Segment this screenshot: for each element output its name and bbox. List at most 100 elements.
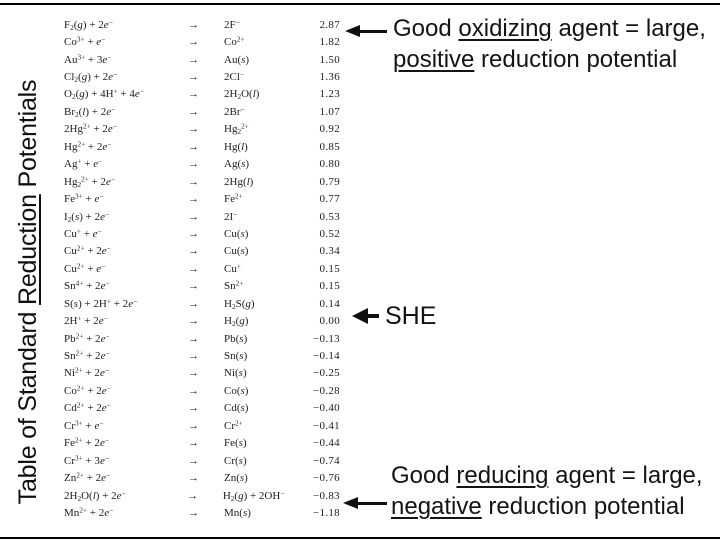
potential-value: 2.87 [319, 18, 340, 31]
text: agent = large, [551, 15, 706, 42]
reactant-cell: 2H+ + 2e− [64, 314, 108, 328]
page-title: Table of Standard Reduction Potentials [14, 63, 43, 521]
reactant-cell: 2H2O(l) + 2e− [64, 488, 126, 503]
product-cell: Hg22+ [224, 122, 249, 137]
reactant-cell: S(s) + 2H+ + 2e− [64, 297, 138, 310]
potential-value: −0.14 [313, 350, 340, 363]
reaction-arrow: → [188, 472, 199, 485]
potential-value: −0.44 [313, 437, 340, 450]
reaction-arrow: → [188, 227, 199, 240]
reactant-cell: Cu2+ + 2e− [64, 244, 111, 258]
underlined-text: negative [391, 493, 482, 520]
potential-value: −1.18 [313, 506, 340, 519]
reactant-cell: Ni2+ + 2e− [64, 366, 109, 380]
table-row: 2Hg2+ + 2e−→Hg22+0.92 [64, 121, 340, 138]
reactant-cell: Sn2+ + 2e− [64, 349, 110, 363]
reactant-cell: O2(g) + 4H+ + 4e− [64, 87, 144, 102]
reaction-arrow: → [188, 123, 199, 136]
reactant-cell: Cu+ + e− [64, 227, 102, 240]
table-row: 2H+ + 2e−→H2(g)0.00 [64, 312, 340, 329]
reaction-arrow: → [188, 71, 199, 84]
potential-value: 1.36 [319, 71, 340, 84]
reactant-cell: Cr3+ + 3e− [64, 454, 109, 467]
reaction-arrow: → [188, 332, 199, 345]
reactant-cell: F2(g) + 2e− [64, 18, 113, 32]
reaction-arrow: → [188, 245, 199, 258]
reaction-arrow: → [188, 105, 199, 118]
underlined-text: positive [393, 46, 475, 73]
underlined-text: reducing [456, 462, 549, 489]
potential-value: 0.77 [319, 193, 340, 206]
she-arrow-icon [352, 308, 379, 324]
table-row: Cr3+ + 3e−→Cr(s)−0.74 [64, 452, 340, 469]
reactant-cell: Cd2+ + 2e− [64, 401, 111, 415]
product-cell: Sn(s) [224, 350, 248, 363]
product-cell: Cr(s) [224, 454, 247, 467]
reactant-cell: Fe2+ + 2e− [64, 436, 109, 450]
reactant-cell: Co2+ + 2e− [64, 384, 111, 397]
product-cell: Cr2+ [224, 419, 243, 432]
reaction-arrow: → [188, 193, 199, 206]
potential-value: 1.50 [319, 53, 340, 66]
reaction-arrow: → [188, 18, 199, 31]
reactant-cell: Co3+ + e− [64, 35, 106, 49]
product-cell: 2Br− [224, 105, 245, 118]
reactant-cell: Sn4+ + 2e− [64, 279, 110, 293]
arrow-head [343, 497, 358, 509]
potential-value: −0.41 [313, 419, 340, 432]
product-cell: H2(g) [224, 315, 249, 328]
reaction-arrow: → [188, 53, 199, 66]
product-cell: Co2+ [224, 35, 245, 49]
reaction-arrow: → [188, 506, 199, 519]
reaction-arrow: → [188, 175, 199, 188]
reactant-cell: I2(s) + 2e− [64, 209, 110, 224]
product-cell: Hg(l) [224, 140, 248, 153]
reaction-arrow: → [188, 262, 199, 275]
annotation-line: positive reduction potential [393, 44, 706, 75]
reactant-cell: Fe3+ + e− [64, 192, 104, 206]
text: Good [393, 15, 459, 42]
reactant-cell: Pb2+ + 2e− [64, 331, 110, 345]
potential-value: 0.14 [319, 297, 340, 310]
reaction-arrow: → [188, 384, 199, 397]
product-cell: Co(s) [224, 384, 249, 397]
reaction-arrow: → [188, 454, 199, 467]
arrow-head [345, 25, 360, 37]
arrow-shaft [366, 314, 379, 318]
potential-value: −0.13 [313, 332, 340, 345]
reducing-annotation: Good reducing agent = large, negative re… [391, 460, 703, 522]
reaction-arrow: → [188, 367, 199, 380]
potential-value: −0.28 [313, 384, 340, 397]
table-row: Cd2+ + 2e−→Cd(s)−0.40 [64, 400, 340, 417]
potential-value: 0.92 [319, 123, 340, 136]
table-row: Fe3+ + e−→Fe2+0.77 [64, 190, 340, 207]
annotation-line: Good reducing agent = large, [391, 460, 703, 491]
potential-value: −0.83 [313, 489, 340, 502]
table-row: O2(g) + 4H+ + 4e−→2H2O(l)1.23 [64, 86, 340, 103]
product-cell: 2H2O(l) [224, 88, 260, 102]
arrow-shaft [358, 30, 387, 33]
table-row: Fe2+ + 2e−→Fe(s)−0.44 [64, 435, 340, 452]
potential-value: 0.15 [319, 280, 340, 293]
potential-value: 0.79 [319, 175, 340, 188]
product-cell: H2(g) + 2OH− [222, 488, 285, 503]
product-cell: 2I− [224, 209, 238, 223]
product-cell: 2Hg(l) [224, 175, 254, 188]
potential-value: 0.52 [319, 227, 340, 240]
table-row: Au3+ + 3e−→Au(s)1.50 [64, 51, 340, 68]
table-row: F2(g) + 2e−→2F−2.87 [64, 16, 340, 33]
reaction-arrow: → [188, 210, 199, 223]
reactant-cell: Hg22+ + 2e− [64, 175, 115, 189]
reactant-cell: Cu2+ + e− [64, 262, 106, 275]
potential-value: −0.76 [313, 472, 340, 485]
reaction-arrow: → [188, 419, 199, 432]
product-cell: 2Cl− [224, 70, 244, 84]
reactant-cell: Ag+ + e− [64, 157, 103, 171]
product-cell: Zn(s) [224, 472, 248, 485]
table-row: Cu+ + e− → Cu(s) 0.52 [64, 225, 340, 242]
product-cell: Cu(s) [224, 245, 249, 258]
table-row: Ag+ + e−→Ag(s)0.80 [64, 156, 340, 173]
reaction-arrow: → [188, 36, 199, 49]
product-cell: Cu(s) [224, 227, 249, 240]
